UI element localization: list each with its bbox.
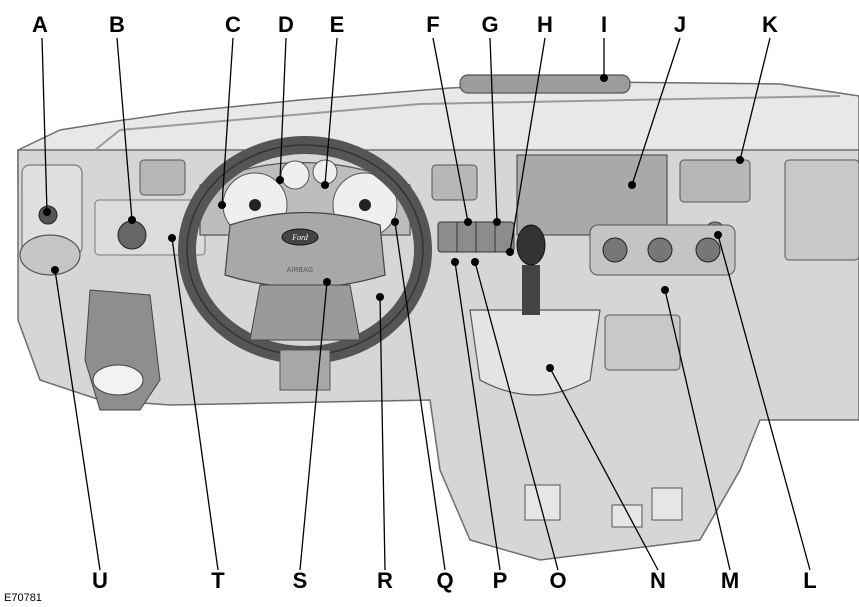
pedal-center xyxy=(611,504,643,528)
leader-u xyxy=(54,269,101,571)
leader-n xyxy=(549,367,659,571)
callout-o: O xyxy=(549,568,567,593)
storage-compartment xyxy=(604,314,681,371)
callout-k: K xyxy=(762,12,778,37)
callout-b: B xyxy=(109,12,125,37)
far-right-vent xyxy=(784,159,859,261)
leader-f xyxy=(432,37,469,223)
callout-t: T xyxy=(211,568,225,593)
pedal-right xyxy=(651,487,683,521)
center-left-vent xyxy=(431,164,478,201)
callout-i: I xyxy=(600,12,608,37)
gear-lever-shaft xyxy=(522,265,540,315)
leader-o xyxy=(474,261,559,571)
leader-a xyxy=(41,37,48,213)
steering-wheel-hub xyxy=(224,211,386,289)
ford-badge-text: Ford xyxy=(291,233,309,242)
callout-j: J xyxy=(673,12,687,37)
callout-m: M xyxy=(720,568,740,593)
callout-e: E xyxy=(329,12,345,37)
callout-c: C xyxy=(225,12,241,37)
leader-e xyxy=(324,37,338,186)
climate-dial-1 xyxy=(602,237,628,263)
callout-a: A xyxy=(32,12,48,37)
leader-dots xyxy=(43,74,744,372)
callout-d: D xyxy=(278,12,294,37)
leader-c xyxy=(221,37,234,206)
leader-l xyxy=(717,234,811,571)
figure-id: E70781 xyxy=(4,592,42,604)
callout-g: G xyxy=(481,12,499,37)
gear-lever-knob xyxy=(516,224,546,266)
dashboard-ridge xyxy=(94,95,841,151)
airbag-label: AIRBAG xyxy=(287,267,313,274)
callout-r: R xyxy=(377,568,393,593)
leader-s xyxy=(299,281,328,571)
callout-l: L xyxy=(803,568,817,593)
steering-spoke-lower xyxy=(249,284,361,341)
right-air-vent xyxy=(679,159,751,203)
leader-g xyxy=(489,37,498,223)
callout-u: U xyxy=(92,568,108,593)
climate-dial-2 xyxy=(647,237,673,263)
leader-j xyxy=(631,37,681,186)
leader-d xyxy=(279,37,287,181)
steering-column xyxy=(279,349,331,391)
leader-r xyxy=(379,296,386,571)
left-air-vent xyxy=(139,159,186,196)
center-gauge xyxy=(280,160,310,190)
leader-b xyxy=(116,37,133,221)
callout-h: H xyxy=(537,12,553,37)
leader-t xyxy=(171,237,219,571)
leader-lines xyxy=(41,37,811,571)
leader-h xyxy=(509,37,546,253)
headlamp-dial xyxy=(117,220,147,250)
cup-holder xyxy=(19,234,81,276)
leader-m xyxy=(664,289,731,571)
speedometer-hub xyxy=(249,199,261,211)
leader-k xyxy=(739,37,771,161)
callout-s: S xyxy=(292,568,308,593)
climate-dial-3 xyxy=(695,237,721,263)
leader-q xyxy=(394,221,446,571)
navigation-display xyxy=(516,154,668,236)
ford-badge xyxy=(281,228,319,246)
gear-lever-boot xyxy=(469,309,601,396)
leader-p xyxy=(454,261,501,571)
callout-n: N xyxy=(650,568,666,593)
callout-p: P xyxy=(492,568,508,593)
cup-holder-lower xyxy=(92,364,144,396)
callout-f: F xyxy=(426,12,440,37)
top-storage-tray xyxy=(459,74,631,94)
callout-q: Q xyxy=(436,568,454,593)
tachometer-hub xyxy=(359,199,371,211)
